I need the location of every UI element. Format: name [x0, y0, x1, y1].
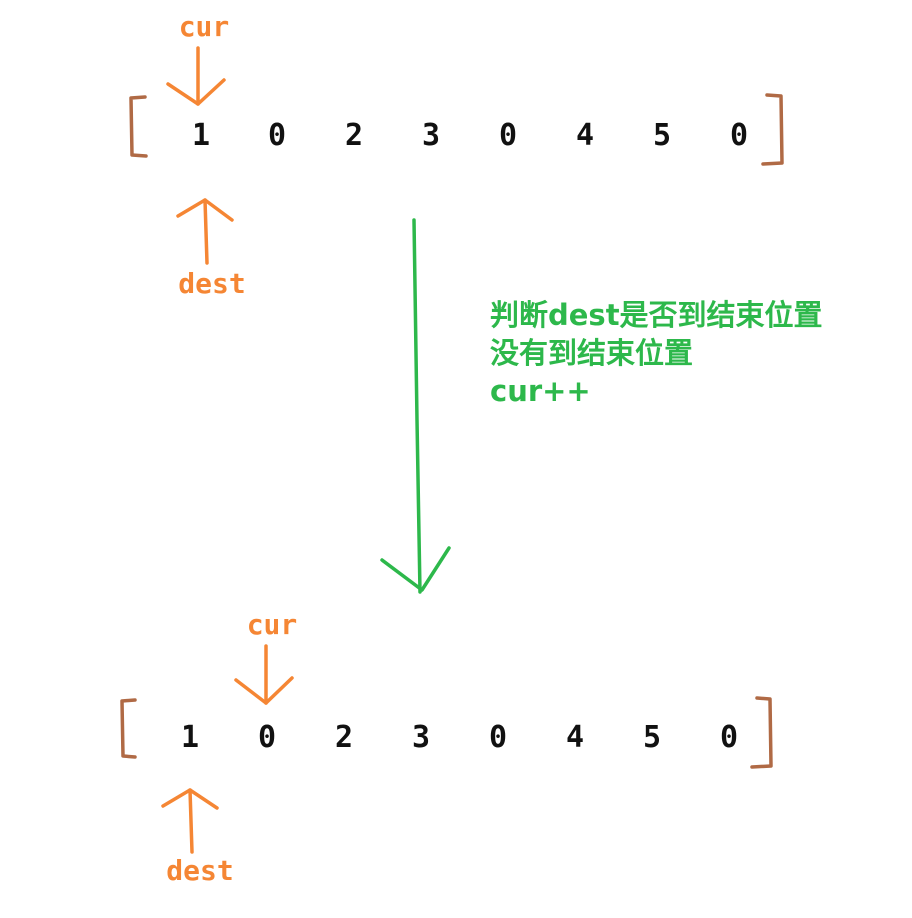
array-element: 1 [192, 118, 210, 153]
left-bracket [129, 95, 148, 158]
left-bracket [120, 698, 137, 759]
array-element: 2 [345, 118, 363, 153]
transition-note-line: 判断dest是否到结束位置 [490, 298, 823, 332]
transition: 判断dest是否到结束位置 没有到结束位置 cur++ [380, 218, 823, 594]
cur-label: cur [247, 608, 298, 641]
array-element: 2 [335, 720, 353, 755]
cur-arrow-down-icon [234, 644, 294, 705]
array-element: 3 [412, 720, 430, 755]
right-bracket [750, 696, 773, 769]
array-element: 1 [181, 720, 199, 755]
down-arrow-icon [380, 218, 451, 594]
array-element: 3 [422, 118, 440, 153]
transition-note-line: 没有到结束位置 [490, 336, 693, 370]
state-before: 1 0 2 3 0 4 5 0 cur dest [129, 10, 784, 300]
array-element: 0 [730, 118, 748, 153]
array-element: 0 [499, 118, 517, 153]
dest-label: dest [166, 854, 233, 887]
dest-label: dest [178, 267, 245, 300]
array-element: 0 [258, 720, 276, 755]
right-bracket [761, 93, 784, 166]
array-element: 4 [566, 720, 584, 755]
array-element: 5 [643, 720, 661, 755]
array-element: 5 [653, 118, 671, 153]
state-after: 1 0 2 3 0 4 5 0 cur dest [120, 608, 773, 887]
array-element: 0 [489, 720, 507, 755]
array-element: 4 [576, 118, 594, 153]
dest-arrow-up-icon [161, 788, 219, 854]
dest-arrow-up-icon [176, 198, 234, 265]
array-element: 0 [268, 118, 286, 153]
cur-arrow-down-icon [166, 46, 226, 106]
array-element: 0 [720, 720, 738, 755]
transition-note-line: cur++ [490, 374, 591, 408]
cur-label: cur [179, 10, 230, 43]
